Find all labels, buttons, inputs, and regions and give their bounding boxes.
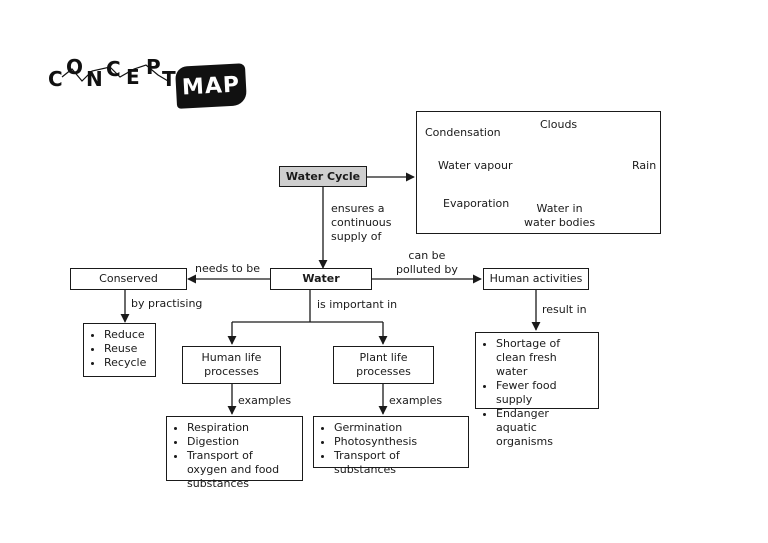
node-plant-life-processes: Plant life processes (333, 346, 434, 384)
link-by-practising: by practising (131, 297, 203, 310)
logo-zigzag-line (61, 64, 169, 82)
list-item: Shortage of clean fresh water (496, 337, 590, 379)
list-item: Reduce (104, 328, 147, 342)
list-item: Recycle (104, 356, 147, 370)
link-needs-to-be: needs to be (195, 262, 261, 275)
logo-letter: O (66, 55, 84, 79)
cycle-condensation: Condensation (425, 126, 501, 139)
list-conserve-methods: Reduce Reuse Recycle (83, 323, 156, 377)
concept-map-logo: C O N C E P T MAP (48, 55, 248, 115)
logo-letter: C (48, 67, 63, 91)
list-item: Endanger aquatic organisms (496, 407, 590, 449)
node-water: Water (270, 268, 372, 290)
list-item: Germination (334, 421, 460, 435)
node-human-life-processes: Human life processes (182, 346, 281, 384)
list-item: Respiration (187, 421, 294, 435)
logo-letter: T (162, 67, 176, 91)
cycle-water-bodies: Water in water bodies (524, 202, 596, 229)
list-item: Photosynthesis (334, 435, 460, 449)
link-is-important-in: is important in (317, 298, 398, 311)
cycle-evaporation: Evaporation (443, 197, 510, 210)
node-human-activities: Human activities (483, 268, 589, 290)
logo-map-badge: MAP (174, 63, 248, 109)
list-item: Reuse (104, 342, 147, 356)
link-ensures: ensures a continuous supply of (331, 202, 392, 243)
water-cycle-box (416, 111, 661, 234)
logo-letter: C (106, 57, 121, 81)
link-examples-human: examples (238, 394, 292, 407)
link-examples-plant: examples (389, 394, 443, 407)
cycle-water-vapour: Water vapour (438, 159, 513, 172)
node-water-cycle: Water Cycle (279, 166, 367, 187)
link-result-in: result in (542, 303, 587, 316)
link-can-be-polluted: can be polluted by (396, 249, 458, 276)
list-pollution-results: Shortage of clean fresh water Fewer food… (475, 332, 599, 448)
list-item: Transport of substances (334, 449, 460, 477)
list-item: Transport of oxygen and food substances (187, 449, 294, 491)
list-plant-examples: Germination Photosynthesis Transport of … (313, 416, 469, 476)
logo-letter: P (146, 55, 161, 79)
cycle-rain: Rain (632, 159, 657, 172)
list-item: Fewer food supply (496, 379, 590, 407)
logo-badge-text: MAP (181, 71, 241, 101)
list-human-examples: Respiration Digestion Transport of oxyge… (166, 416, 303, 490)
cycle-clouds: Clouds (540, 118, 578, 131)
list-item: Digestion (187, 435, 294, 449)
node-conserved: Conserved (70, 268, 187, 290)
